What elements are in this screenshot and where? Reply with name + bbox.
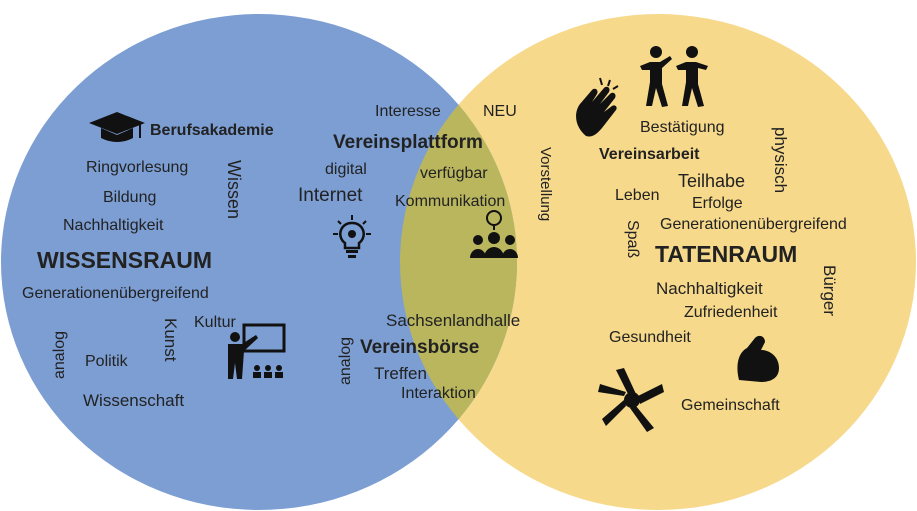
term-teilhabe: Teilhabe — [678, 171, 746, 191]
term-interesse: Interesse — [375, 103, 441, 120]
clapping-hands-icon — [576, 77, 619, 137]
term-internet: Internet — [298, 185, 363, 206]
term-kultur: Kultur — [194, 314, 236, 331]
term-gemeinschaft: Gemeinschaft — [681, 397, 780, 414]
graduation-cap-icon — [89, 112, 145, 142]
term-generationen-left: Generationenübergreifend — [22, 285, 209, 302]
term-wissen: Wissen — [224, 160, 244, 220]
title-vereinsplattform: Vereinsplattform — [333, 132, 483, 153]
term-kommunikation: Kommunikation — [395, 193, 506, 210]
teacher-presentation-icon — [228, 323, 286, 379]
term-buerger: Bürger — [820, 265, 839, 317]
term-neu: NEU — [483, 103, 517, 120]
term-nachhaltigkeit-right: Nachhaltigkeit — [656, 279, 763, 298]
lightbulb-gear-icon — [333, 215, 371, 258]
term-digital: digital — [325, 161, 367, 178]
term-interaktion: Interaktion — [401, 385, 476, 402]
dancing-people-icon — [640, 46, 708, 107]
term-wissenschaft: Wissenschaft — [83, 391, 185, 410]
term-bestaetigung: Bestätigung — [640, 119, 725, 136]
term-verfuegbar: verfügbar — [420, 165, 488, 182]
term-physisch: physisch — [771, 127, 790, 194]
term-nachhaltigkeit-left: Nachhaltigkeit — [63, 217, 164, 234]
flexed-arm-icon — [737, 335, 779, 382]
term-vorstellung: Vorstellung — [537, 147, 554, 222]
term-generationen-right: Generationenübergreifend — [660, 216, 847, 233]
title-wissensraum: WISSENSRAUM — [37, 247, 213, 273]
team-idea-icon — [470, 210, 518, 258]
title-tatenraum: TATENRAUM — [655, 241, 798, 267]
term-bildung: Bildung — [103, 189, 157, 206]
term-analog-left: analog — [51, 330, 68, 379]
term-spass: Spaß — [624, 220, 641, 259]
term-analog-center: analog — [337, 336, 354, 385]
term-treffen: Treffen — [374, 364, 427, 383]
term-kunst: Kunst — [161, 318, 180, 362]
title-vereinsboerse: Vereinsbörse — [360, 337, 480, 358]
term-berufsakademie: Berufsakademie — [150, 122, 274, 139]
hands-together-icon — [598, 368, 664, 432]
right-circle — [400, 14, 916, 510]
term-erfolge: Erfolge — [692, 195, 743, 212]
term-vereinsarbeit: Vereinsarbeit — [599, 146, 700, 163]
term-ringvorlesung: Ringvorlesung — [86, 159, 189, 176]
term-gesundheit: Gesundheit — [609, 329, 691, 346]
term-leben: Leben — [615, 187, 660, 204]
term-politik: Politik — [85, 353, 128, 370]
term-sachsenlandhalle: Sachsenlandhalle — [386, 311, 521, 330]
term-zufriedenheit: Zufriedenheit — [684, 304, 778, 321]
